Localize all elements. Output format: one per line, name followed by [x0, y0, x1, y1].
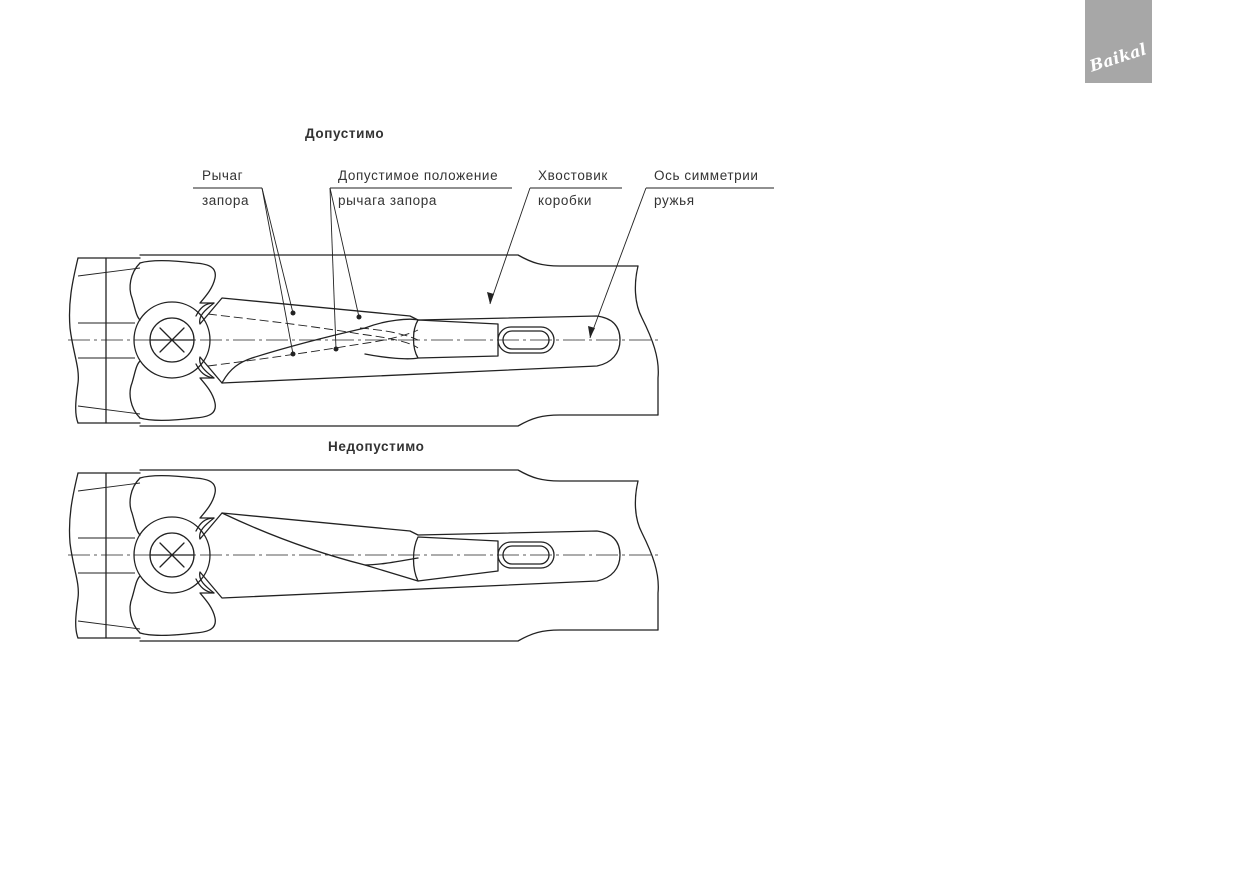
label-axis-2: ружья — [654, 193, 695, 208]
heading-allowed: Допустимо — [305, 126, 385, 141]
heading-not-allowed: Недопустимо — [328, 439, 425, 454]
label-allowed-position-1: Допустимое положение — [338, 168, 499, 183]
label-lever-1: Рычаг — [202, 168, 244, 183]
label-tang-2: коробки — [538, 193, 592, 208]
receiver-not-allowed — [68, 469, 660, 642]
label-tang-1: Хвостовик — [538, 168, 608, 183]
label-axis-1: Ось симметрии — [654, 168, 759, 183]
receiver-allowed — [68, 254, 660, 427]
baikal-logo — [1085, 0, 1152, 83]
label-lever-2: запора — [202, 193, 250, 208]
label-allowed-position-2: рычага запора — [338, 193, 437, 208]
